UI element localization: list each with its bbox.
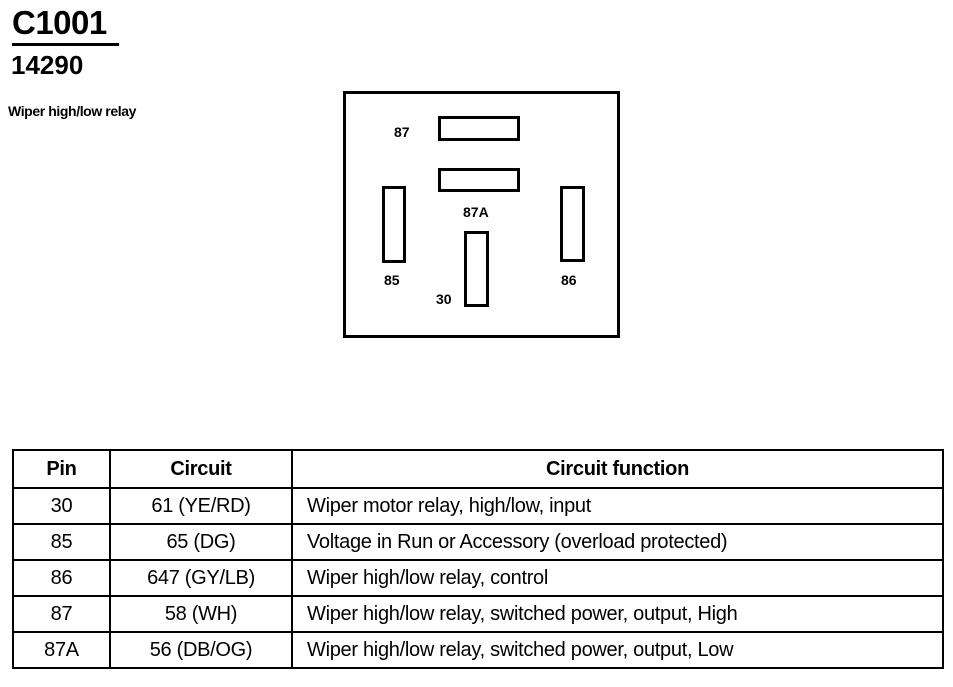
circuit-cell: 647 (GY/LB)	[109, 559, 293, 597]
terminal-85	[382, 186, 406, 263]
circuit-cell: 58 (WH)	[109, 595, 293, 633]
circuit-cell: 56 (DB/OG)	[109, 631, 293, 669]
function-cell: Wiper high/low relay, switched power, ou…	[291, 595, 944, 633]
table-row: 87A 56 (DB/OG) Wiper high/low relay, swi…	[12, 631, 944, 669]
pin-cell: 87A	[12, 631, 111, 669]
function-cell: Voltage in Run or Accessory (overload pr…	[291, 523, 944, 561]
terminal-87a	[438, 168, 520, 192]
header-pin: Pin	[12, 449, 111, 489]
pin-label-85: 85	[384, 272, 400, 288]
pin-label-87: 87	[394, 124, 410, 140]
connector-description: Wiper high/low relay	[8, 103, 137, 119]
pin-table: Pin Circuit Circuit function 30 61 (YE/R…	[12, 449, 944, 669]
table-row: 87 58 (WH) Wiper high/low relay, switche…	[12, 595, 944, 633]
table-row: 86 647 (GY/LB) Wiper high/low relay, con…	[12, 559, 944, 597]
terminal-30	[464, 231, 489, 307]
relay-face-outline: 87 87A 85 86 30	[343, 91, 620, 338]
pin-cell: 30	[12, 487, 111, 525]
title-underline	[12, 43, 119, 46]
pin-label-30: 30	[436, 291, 452, 307]
terminal-87	[438, 116, 520, 141]
part-number: 14290	[11, 50, 84, 80]
pin-cell: 87	[12, 595, 111, 633]
header-circuit: Circuit	[109, 449, 293, 489]
circuit-cell: 65 (DG)	[109, 523, 293, 561]
circuit-cell: 61 (YE/RD)	[109, 487, 293, 525]
table-row: 85 65 (DG) Voltage in Run or Accessory (…	[12, 523, 944, 561]
connector-id: C1001	[12, 4, 107, 41]
function-cell: Wiper high/low relay, control	[291, 559, 944, 597]
terminal-86	[560, 186, 585, 262]
pin-label-87a: 87A	[463, 204, 489, 220]
pin-cell: 85	[12, 523, 111, 561]
pin-label-86: 86	[561, 272, 577, 288]
function-cell: Wiper high/low relay, switched power, ou…	[291, 631, 944, 669]
table-header-row: Pin Circuit Circuit function	[12, 449, 944, 489]
header-circuit-function: Circuit function	[291, 449, 944, 489]
function-cell: Wiper motor relay, high/low, input	[291, 487, 944, 525]
table-row: 30 61 (YE/RD) Wiper motor relay, high/lo…	[12, 487, 944, 525]
pin-cell: 86	[12, 559, 111, 597]
